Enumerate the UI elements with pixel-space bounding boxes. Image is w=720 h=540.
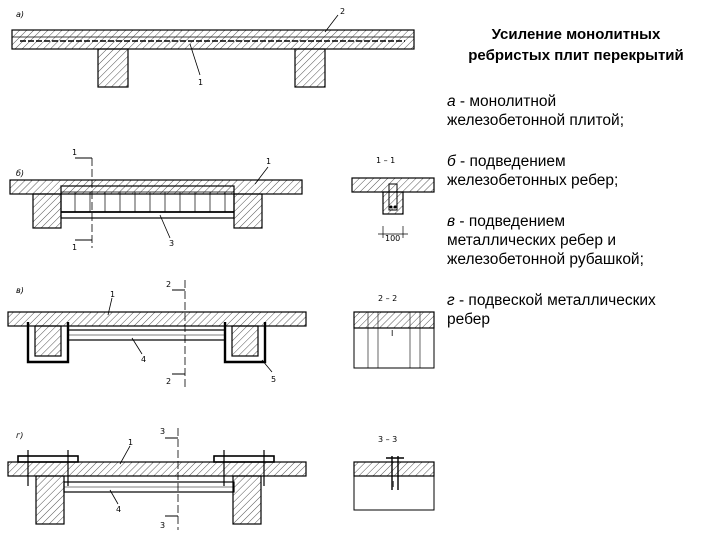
caption-v-line-2: металлических ребер и <box>447 232 616 249</box>
label-v: в) <box>16 286 24 295</box>
caption-b-line-2: железобетонных ребер; <box>447 172 619 189</box>
label-b-rib1: 1 <box>266 157 271 166</box>
label-a-2: 2 <box>340 7 345 16</box>
page-title-line-2: ребристых плит перекрытий <box>468 47 684 64</box>
rib-v-right <box>231 325 259 357</box>
rib-g-left <box>35 475 65 525</box>
label-b-1-top: 1 <box>72 148 77 157</box>
page-title: Усиление монолитных ребристых плит перек… <box>440 24 712 66</box>
jacket-v-right <box>223 322 267 364</box>
caption-g-line-1: - подвеской металлических <box>454 292 656 309</box>
label-v-1: 1 <box>110 290 115 299</box>
section-1-1-title: 1 – 1 <box>376 156 395 165</box>
caption-g-letter: г <box>447 292 455 309</box>
rib-b-left <box>32 193 62 229</box>
caption-v-letter: в <box>447 213 456 230</box>
label-g-ibeam: I <box>392 480 394 489</box>
section-2-2 <box>353 311 435 329</box>
section-1-1 <box>351 177 435 193</box>
reinforcement-drawings: а) 2 1 б) 1 1 1 3 <box>7 7 435 530</box>
caption-a: а - монолитной железобетонной плитой; <box>447 92 715 130</box>
caption-a-line-1: - монолитной <box>455 93 557 110</box>
plate-g-left <box>17 455 79 463</box>
dim-100: 100 <box>385 234 400 243</box>
caption-list: а - монолитной железобетонной плитой; б … <box>447 92 715 351</box>
section-3-3-title: 3 – 3 <box>378 435 397 444</box>
caption-g-line-2: ребер <box>447 311 491 328</box>
label-g-3-bottom: 3 <box>160 521 165 530</box>
drawing-b: б) 1 1 1 3 1 – 1 100 <box>9 148 435 252</box>
rib-v-left <box>34 325 62 357</box>
slab-a <box>11 29 415 50</box>
drawing-v: в) 2 2 1 4 5 2 – 2 I <box>7 280 435 390</box>
new-rib-b <box>60 185 235 219</box>
plate-g-right <box>213 455 275 463</box>
label-v-5: 5 <box>271 375 276 384</box>
caption-b: б - подведением железобетонных ребер; <box>447 152 715 190</box>
label-v-4: 4 <box>141 355 146 364</box>
label-g-4: 4 <box>116 505 121 514</box>
section-2-2-title: 2 – 2 <box>378 294 397 303</box>
slab-v <box>7 311 307 327</box>
slab-b <box>9 179 303 195</box>
label-b-1-bottom: 1 <box>72 243 77 252</box>
label-g-3-top: 3 <box>160 427 165 436</box>
caption-v-line-3: железобетонной рубашкой; <box>447 251 644 268</box>
caption-a-letter: а <box>447 93 456 110</box>
label-b-3: 3 <box>169 239 174 248</box>
drawing-a: а) 2 1 <box>11 7 415 88</box>
caption-b-line-1: - подведением <box>455 153 566 170</box>
slab-g <box>7 461 307 477</box>
caption-a-line-2: железобетонной плитой; <box>447 112 625 129</box>
caption-v: в - подведением металлических ребер и же… <box>447 212 715 269</box>
label-a-1: 1 <box>198 78 203 87</box>
label-v-2-bottom: 2 <box>166 377 171 386</box>
rib-b-right <box>233 193 263 229</box>
caption-g: г - подвеской металлических ребер <box>447 291 715 329</box>
label-g: г) <box>16 431 23 440</box>
page-title-line-1: Усиление монолитных <box>491 26 661 43</box>
section-3-3 <box>353 461 435 477</box>
jacket-v-left <box>26 322 70 364</box>
label-g-1: 1 <box>128 438 133 447</box>
caption-b-letter: б <box>447 153 456 170</box>
label-a: а) <box>16 10 24 19</box>
rib-a-right <box>294 48 326 88</box>
caption-v-line-1: - подведением <box>455 213 566 230</box>
rib-g-right <box>232 475 262 525</box>
label-v-2-top: 2 <box>166 280 171 289</box>
label-b: б) <box>16 169 24 178</box>
label-v-ibeam: I <box>391 329 393 338</box>
rib-a-left <box>97 48 129 88</box>
drawing-g: г) 3 3 1 4 3 – 3 I <box>7 427 435 530</box>
